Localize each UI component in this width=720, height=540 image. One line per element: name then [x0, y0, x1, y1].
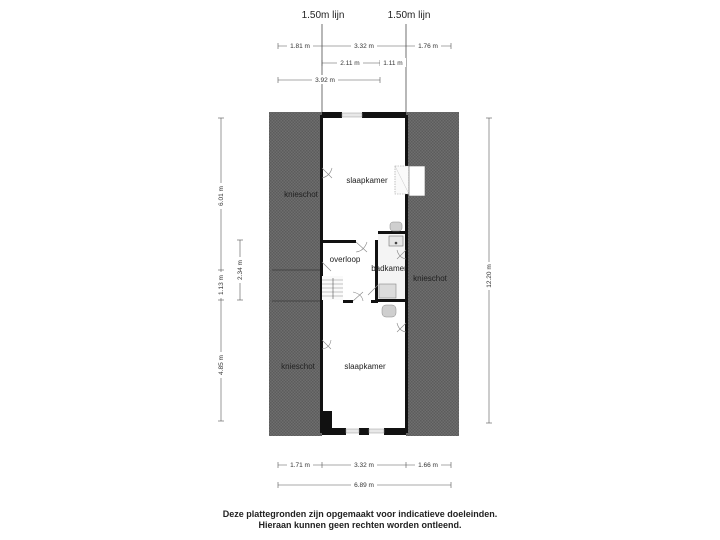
shower-tray: [378, 283, 397, 299]
disclaimer-line-1: Deze plattegronden zijn opgemaakt voor i…: [222, 509, 498, 519]
top-dimension-row-3: 3.92 m: [277, 75, 381, 84]
door-swing-bottom-left: [321, 339, 332, 350]
svg-text:2.11 m: 2.11 m: [340, 60, 359, 67]
washbasin: [388, 235, 404, 247]
window-bottom-right: [368, 428, 385, 434]
outer-wall-top-right: [362, 112, 406, 118]
skylight: [394, 165, 426, 197]
svg-text:1.71 m: 1.71 m: [290, 462, 310, 469]
svg-text:1.13 m: 1.13 m: [218, 275, 225, 295]
room-label-knieschot-bottom-left: knieschot: [281, 362, 316, 371]
wall-overloop-top-left: [322, 240, 356, 243]
room-label-badkamer: badkamer: [371, 264, 407, 273]
room-label-slaapkamer-top: slaapkamer: [346, 176, 388, 185]
outer-wall-bottom-mid: [359, 428, 369, 435]
washbasin-drain: [394, 241, 398, 245]
room-label-knieschot-right: knieschot: [413, 274, 448, 283]
toilet-bottom: [381, 304, 397, 318]
svg-text:1.66 m: 1.66 m: [418, 462, 438, 469]
svg-text:1.11 m: 1.11 m: [383, 60, 402, 67]
door-swing-badkamer: [367, 284, 379, 296]
roof-left-area: [269, 112, 322, 436]
wall-badkamer-bottom: [378, 299, 406, 302]
right-dimension: 12.20 m: [484, 117, 494, 424]
window-top: [341, 112, 363, 118]
svg-text:6.89 m: 6.89 m: [354, 482, 374, 489]
bottom-dimension-row-2: 6.89 m: [277, 480, 452, 489]
door-swing-stair-bottom: [352, 291, 364, 302]
room-label-overloop: overloop: [330, 255, 361, 264]
svg-text:1.76 m: 1.76 m: [418, 43, 438, 50]
svg-text:12.20 m: 12.20 m: [486, 264, 493, 288]
disclaimer: Deze plattegronden zijn opgemaakt voor i…: [0, 509, 720, 531]
floor-plan: 1.50m lijn 1.50m lijn 1.81 m 3.32 m 1.76…: [216, 10, 494, 489]
svg-text:6.01 m: 6.01 m: [218, 186, 225, 206]
left-dimension-outer: 6.01 m 1.13 m 4.85 m: [216, 117, 226, 422]
top-dimension-row-2: 2.11 m 1.11 m: [321, 58, 407, 67]
lijn-label-right: 1.50m lijn: [388, 10, 431, 21]
door-swing-stair: [321, 261, 332, 272]
wall-right: [405, 115, 408, 433]
window-bottom-left: [345, 428, 360, 434]
outer-wall-top-left: [322, 112, 342, 118]
disclaimer-line-2: Hieraan kunnen geen rechten worden ontle…: [258, 520, 462, 530]
wall-overloop-bottom-left: [343, 300, 353, 303]
door-swing-bottom-right: [396, 322, 407, 333]
top-dimension-row-1: 1.81 m 3.32 m 1.76 m: [277, 41, 452, 50]
lijn-label-left: 1.50m lijn: [302, 10, 345, 21]
svg-text:3.32 m: 3.32 m: [354, 462, 374, 469]
wall-left: [320, 115, 323, 433]
svg-text:1.81 m: 1.81 m: [290, 43, 310, 50]
svg-text:4.85 m: 4.85 m: [218, 355, 225, 375]
svg-text:3.32 m: 3.32 m: [354, 43, 374, 50]
outer-wall-bottom-right: [384, 428, 406, 435]
bottom-dimension-row-1: 1.71 m 3.32 m 1.66 m: [277, 460, 452, 469]
wall-overloop-bottom-right: [371, 300, 378, 303]
svg-text:3.92 m: 3.92 m: [315, 77, 335, 84]
toilet-tank-top: [389, 221, 403, 232]
door-swing-overloop: [355, 241, 368, 253]
stairs: [322, 276, 343, 300]
svg-text:2.34 m: 2.34 m: [237, 260, 244, 280]
chimney-block: [322, 411, 332, 431]
outer-wall-bottom-left: [322, 428, 346, 435]
wall-badkamer-top: [378, 231, 406, 234]
door-swing-knieschot-right: [396, 249, 407, 260]
room-label-slaapkamer-bottom: slaapkamer: [344, 362, 386, 371]
left-dimension-inner: 2.34 m: [235, 239, 245, 301]
room-label-knieschot-top-left: knieschot: [284, 190, 319, 199]
wall-badkamer-left: [375, 240, 378, 303]
door-swing-top-left: [321, 167, 333, 179]
